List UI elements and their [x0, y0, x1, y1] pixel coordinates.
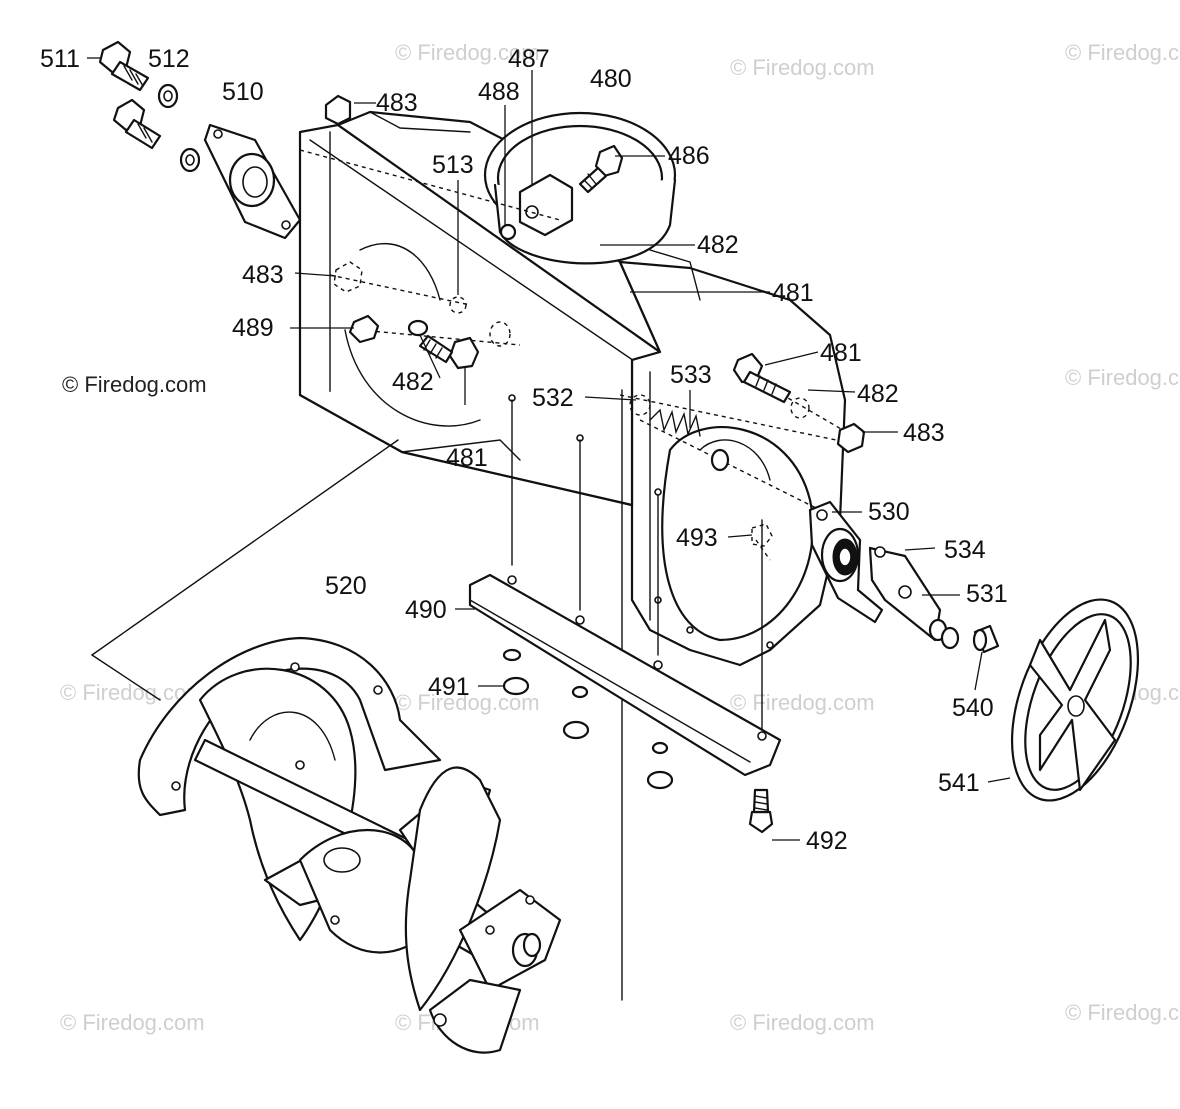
bracket-530 [808, 500, 884, 624]
callout-486: 486 [668, 142, 710, 170]
callout-511: 511 [40, 45, 80, 73]
callout-513: 513 [432, 151, 474, 179]
nut-491 [502, 648, 674, 790]
watermark-bottom-far-right: © Firedog.com [1065, 1000, 1180, 1025]
callout-482-right: 482 [857, 380, 899, 408]
assembly-lines [91, 149, 861, 1001]
callout-532: 532 [532, 384, 574, 412]
callout-482-chute: 482 [697, 231, 739, 259]
callout-leaders [87, 57, 1011, 841]
callout-492: 492 [806, 827, 848, 855]
watermark-top-right: © Firedog.com [730, 55, 875, 80]
callout-480: 480 [590, 65, 632, 93]
watermark-top-center: © Firedog.com [395, 40, 540, 65]
callout-481-right: 481 [820, 339, 862, 367]
callout-labels: 511 512 510 487 480 488 483 486 513 482 … [40, 45, 1008, 855]
callout-512: 512 [148, 45, 190, 73]
bolt-511 [98, 40, 162, 150]
watermark-mid-right-2: © Firedog.com [730, 690, 875, 715]
plate-531 [868, 546, 960, 650]
callout-530: 530 [868, 498, 910, 526]
bolt-481-right [732, 352, 810, 419]
callout-483-top: 483 [376, 89, 418, 117]
pulley-541 [1010, 598, 1140, 802]
spring-533 [629, 394, 730, 472]
bolt-481-left [348, 296, 511, 370]
callout-483-right: 483 [903, 419, 945, 447]
callout-481-left: 481 [446, 444, 488, 472]
callout-488: 488 [478, 78, 520, 106]
callout-520: 520 [325, 572, 367, 600]
watermark-mid-right: © Firedog.com [1065, 365, 1180, 390]
callout-490: 490 [405, 596, 447, 624]
callout-489: 489 [232, 314, 274, 342]
copyright-text: © Firedog.com [62, 372, 207, 397]
callout-481-top: 481 [772, 279, 814, 307]
callout-534: 534 [944, 536, 986, 564]
callout-491: 491 [428, 673, 470, 701]
washer-512 [157, 83, 201, 173]
bolt-486 [578, 144, 624, 194]
watermark-bottom-left: © Firedog.com [60, 1010, 205, 1035]
callout-540: 540 [952, 694, 994, 722]
callout-531: 531 [966, 580, 1008, 608]
callout-482-left: 482 [392, 368, 434, 396]
washer-488 [499, 223, 517, 241]
bushing-540 [972, 624, 1000, 654]
callout-533: 533 [670, 361, 712, 389]
auger-assembly-520 [137, 636, 562, 1054]
watermark-top-far-right: © Firedog.com [1065, 40, 1180, 65]
callout-541: 541 [938, 769, 980, 797]
bolt-492 [748, 788, 774, 834]
watermark-bottom-right: © Firedog.com [730, 1010, 875, 1035]
callout-510: 510 [222, 78, 264, 106]
bearing-flange-510 [203, 123, 302, 240]
callout-487: 487 [508, 45, 550, 73]
nut-483 [324, 94, 866, 454]
bolt-493 [751, 523, 773, 561]
callout-483-left: 483 [242, 261, 284, 289]
shave-plate-490 [468, 573, 782, 777]
callout-493: 493 [676, 524, 718, 552]
auger-housing-480 [298, 110, 847, 667]
